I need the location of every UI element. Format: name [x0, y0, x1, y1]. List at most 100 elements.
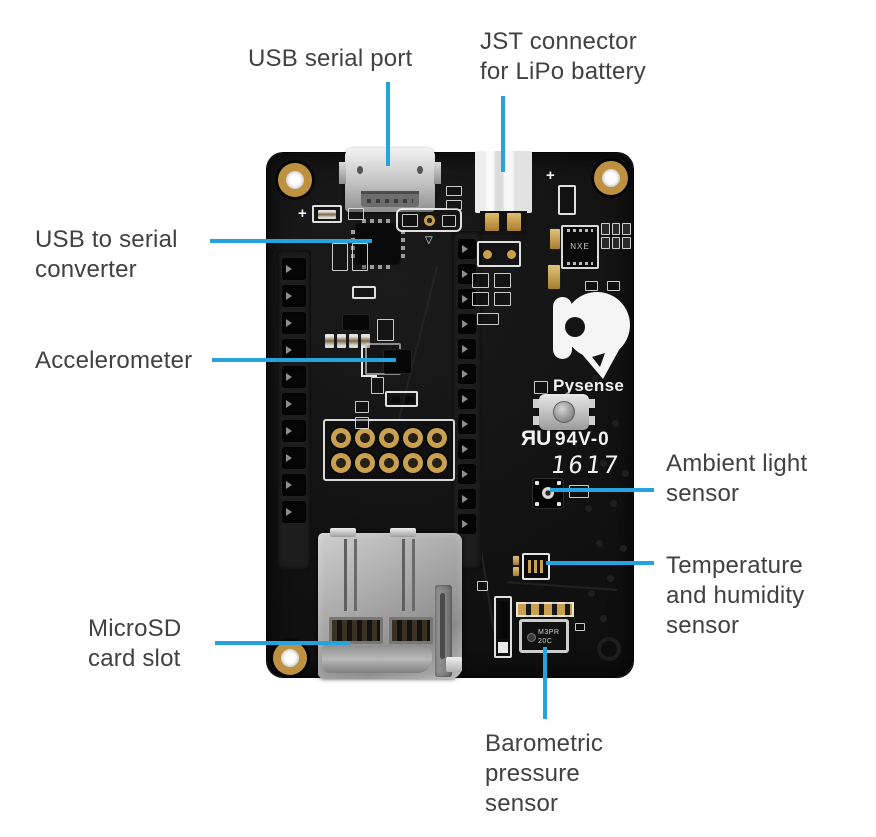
label-line: Barometric	[485, 730, 604, 757]
sd-tab	[330, 528, 356, 537]
label-line: card slot	[88, 645, 181, 672]
header-socket	[282, 285, 306, 307]
label-line: MicroSD	[88, 615, 182, 642]
via	[620, 545, 627, 552]
label-microsd-card-slot: MicroSD card slot	[88, 614, 181, 674]
label-accelerometer: Accelerometer	[35, 346, 192, 376]
smd-component	[472, 292, 489, 306]
component-body	[318, 210, 336, 219]
via	[612, 420, 619, 427]
smd-component	[332, 243, 348, 271]
temperature-humidity-sensor-chip	[522, 553, 550, 580]
sensor-pad	[535, 502, 539, 506]
smd-component	[585, 281, 598, 291]
sd-card-lip	[322, 645, 432, 673]
smd-component	[352, 286, 376, 299]
gold-pad	[483, 250, 492, 259]
baro-chip-marking: M3PR	[538, 629, 560, 636]
callout-line-accelerometer	[212, 358, 396, 362]
sd-contact-window	[389, 617, 433, 644]
usb-mount-tab	[339, 162, 346, 184]
label-line: Temperature	[666, 552, 803, 579]
gold-through-hole-pad	[331, 452, 351, 473]
header-socket	[282, 420, 306, 442]
gold-through-hole-pad	[403, 452, 423, 473]
gold-through-hole-pad	[403, 427, 423, 448]
microsd-card-slot	[318, 528, 462, 679]
header-socket	[282, 393, 306, 415]
baro-sensor-pads	[516, 602, 574, 617]
label-usb-serial-port: USB serial port	[248, 44, 412, 74]
header-socket	[458, 489, 476, 509]
label-jst-connector: JST connector for LiPo battery	[480, 27, 646, 87]
label-line: pressure	[485, 760, 580, 787]
header-socket	[282, 474, 306, 496]
callout-line-ambient-light	[550, 488, 654, 492]
button-tab	[589, 399, 595, 408]
baro-port-hole	[527, 633, 536, 642]
component-body	[498, 601, 508, 639]
smd-component	[513, 556, 519, 565]
callout-line-usb-serial-port	[386, 82, 390, 166]
callout-line-barometric	[543, 647, 547, 719]
button-tab	[533, 399, 539, 408]
label-line: sensor	[485, 790, 559, 817]
label-line: USB to serial	[35, 226, 178, 253]
via	[610, 500, 617, 507]
component-pad	[405, 396, 414, 403]
label-line: and humidity	[666, 582, 805, 609]
header-socket	[458, 514, 476, 534]
jst-pin	[485, 213, 499, 231]
label-line: Ambient light	[666, 450, 808, 477]
header-socket	[458, 314, 476, 334]
sd-spring	[344, 539, 357, 611]
chip-pins	[351, 230, 355, 258]
smd-component	[355, 401, 369, 413]
smd-component	[377, 319, 394, 341]
mounting-hole-top-left	[278, 163, 312, 197]
label-line: Accelerometer	[35, 347, 193, 374]
header-socket	[458, 389, 476, 409]
flammability-rating-text: 94V-0	[555, 429, 610, 450]
label-usb-to-serial-converter: USB to serial converter	[35, 225, 178, 285]
component-mark	[498, 642, 508, 653]
solder-pad	[622, 237, 631, 249]
label-line: JST connector	[480, 28, 637, 55]
callout-line-jst-connector	[501, 96, 505, 172]
smd-component	[477, 313, 499, 325]
smd-component	[548, 265, 560, 289]
capacitor	[325, 334, 334, 348]
solder-pad	[611, 223, 621, 235]
gold-through-hole-pad	[427, 427, 447, 448]
chip-pins	[362, 265, 394, 269]
usb-serial-converter-chip	[351, 219, 405, 269]
sensor-pad	[557, 481, 561, 485]
smd-assembly	[396, 208, 462, 232]
smd-component	[513, 567, 519, 576]
smd-component	[494, 273, 511, 288]
sd-tab	[390, 528, 416, 537]
button-tab	[589, 416, 595, 425]
label-temperature-humidity-sensor: Temperature and humidity sensor	[666, 551, 804, 641]
header-socket	[282, 339, 306, 361]
header-socket	[458, 264, 476, 284]
gold-through-hole-pad	[355, 427, 375, 448]
battery-charger-chip: NXE	[561, 225, 599, 269]
label-line: sensor	[666, 480, 740, 507]
ul-recognized-mark: ЯU	[521, 427, 552, 450]
capacitor	[337, 334, 346, 348]
jst-pin	[507, 213, 521, 231]
jst-pin-block	[480, 211, 527, 235]
smd-component	[355, 417, 369, 429]
header-socket	[458, 289, 476, 309]
smd-component	[494, 292, 511, 306]
label-line: sensor	[666, 612, 740, 639]
header-socket	[458, 439, 476, 459]
reset-button	[533, 394, 595, 430]
callout-line-microsd	[215, 641, 350, 645]
ambient-light-sensor-chip	[533, 479, 563, 508]
smd-component	[550, 229, 560, 249]
left-pin-header	[277, 250, 311, 570]
sensor-pad	[557, 502, 561, 506]
button-tab	[533, 416, 539, 425]
